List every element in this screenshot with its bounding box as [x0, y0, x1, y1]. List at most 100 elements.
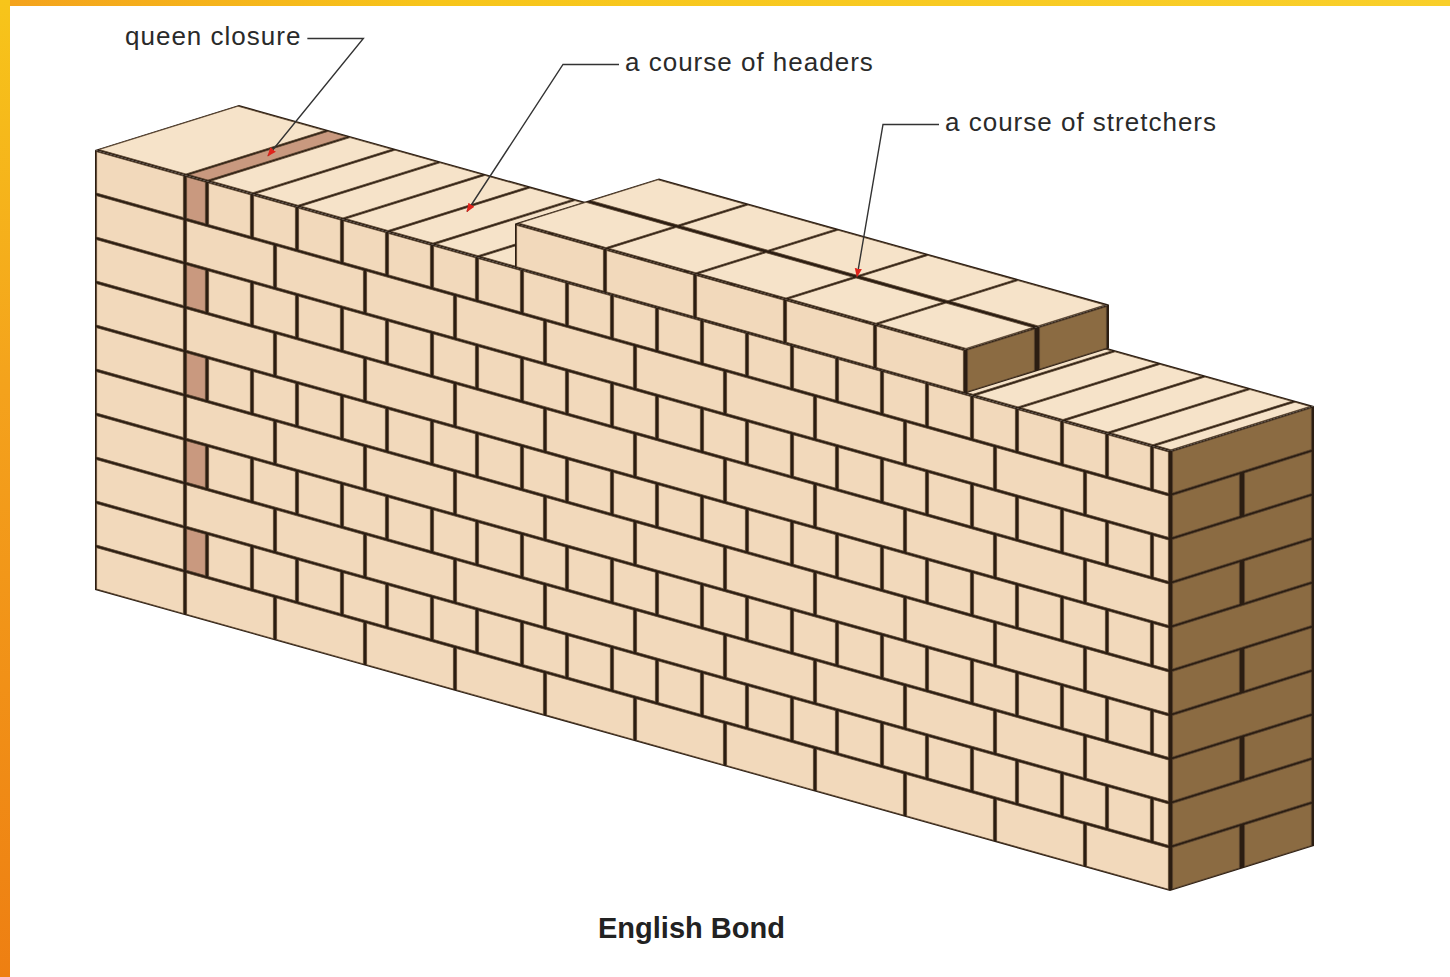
header-brick [1109, 435, 1151, 488]
header-brick [299, 384, 341, 437]
header-brick [254, 460, 296, 513]
callout-label: a course of stretchers [945, 108, 1217, 138]
header-brick [1064, 775, 1106, 828]
header-brick [929, 561, 971, 614]
queen-closure-brick [187, 177, 206, 224]
header-brick [974, 573, 1016, 626]
queen-closure-brick [187, 529, 206, 576]
header-brick [1019, 498, 1061, 551]
header-brick [1064, 423, 1106, 476]
header-brick [794, 523, 836, 576]
brick-wall [95, 105, 1314, 891]
stretcher-brick [277, 598, 364, 664]
stretcher-brick [637, 699, 724, 765]
header-brick [839, 536, 881, 589]
header-brick [704, 674, 746, 727]
stretcher-brick [457, 649, 544, 715]
callout-label: a course of headers [625, 48, 874, 78]
header-brick [479, 523, 521, 576]
leader-line [467, 64, 619, 211]
stretcher-brick [951, 281, 1105, 326]
header-brick [344, 485, 386, 538]
leader-line [857, 124, 939, 276]
header-brick [1064, 599, 1106, 652]
header-brick [1154, 800, 1169, 846]
header-brick [659, 661, 701, 714]
header-brick [704, 410, 746, 463]
mortar-joint [95, 150, 1170, 891]
queen-closure-brick [187, 441, 206, 488]
header-brick [569, 548, 611, 601]
header-brick [749, 686, 791, 739]
header-brick [839, 448, 881, 501]
header-brick [569, 636, 611, 689]
header-brick [929, 649, 971, 702]
stretcher-brick [367, 623, 454, 689]
header-brick [929, 473, 971, 526]
header-brick [479, 435, 521, 488]
leader-lines [268, 38, 939, 276]
header-brick [1109, 699, 1151, 752]
stretcher-brick [1087, 825, 1169, 889]
header-brick [344, 309, 386, 362]
header-brick [1109, 523, 1151, 576]
leader-line [268, 38, 363, 155]
header-brick [389, 498, 431, 551]
header-brick [1019, 410, 1061, 463]
header-brick [974, 749, 1016, 802]
header-brick [614, 385, 656, 438]
header-brick [524, 623, 566, 676]
header-brick [1019, 762, 1061, 815]
header-brick [614, 649, 656, 702]
frame-band [0, 0, 1450, 6]
header-brick [524, 359, 566, 412]
header-brick [299, 560, 341, 613]
header-brick [299, 472, 341, 525]
header-brick [209, 183, 251, 236]
header-brick [209, 447, 251, 500]
header-brick [1154, 624, 1169, 670]
header-brick [569, 372, 611, 425]
header-brick [209, 535, 251, 588]
header-brick [254, 196, 296, 249]
header-brick [434, 598, 476, 651]
header-brick [839, 624, 881, 677]
header-brick [434, 510, 476, 563]
header-brick [479, 611, 521, 664]
header-brick [569, 460, 611, 513]
header-brick [1064, 687, 1106, 740]
header-brick [479, 347, 521, 400]
queen-closure-brick [187, 353, 206, 400]
header-brick [929, 737, 971, 790]
header-brick [974, 485, 1016, 538]
header-brick [794, 611, 836, 664]
header-brick [479, 259, 521, 312]
header-brick [884, 460, 926, 513]
header-brick [974, 661, 1016, 714]
header-brick [1154, 536, 1169, 582]
header-brick [1109, 611, 1151, 664]
header-brick [299, 296, 341, 349]
header-brick [524, 447, 566, 500]
header-brick [794, 435, 836, 488]
header-brick [254, 284, 296, 337]
header-brick [1154, 712, 1169, 758]
header-brick [704, 498, 746, 551]
header-brick [389, 234, 431, 287]
header-brick [389, 322, 431, 375]
header-brick [299, 208, 341, 261]
header-brick [659, 573, 701, 626]
header-brick [749, 510, 791, 563]
stretcher-brick [817, 749, 904, 815]
header-brick [344, 221, 386, 274]
header-brick [1064, 511, 1106, 564]
header-brick [659, 397, 701, 450]
queen-closure-brick [187, 265, 206, 312]
header-brick [254, 548, 296, 601]
header-brick [209, 359, 251, 412]
header-brick [1245, 804, 1312, 866]
header-brick [389, 586, 431, 639]
header-brick [1019, 674, 1061, 727]
header-brick [749, 422, 791, 475]
